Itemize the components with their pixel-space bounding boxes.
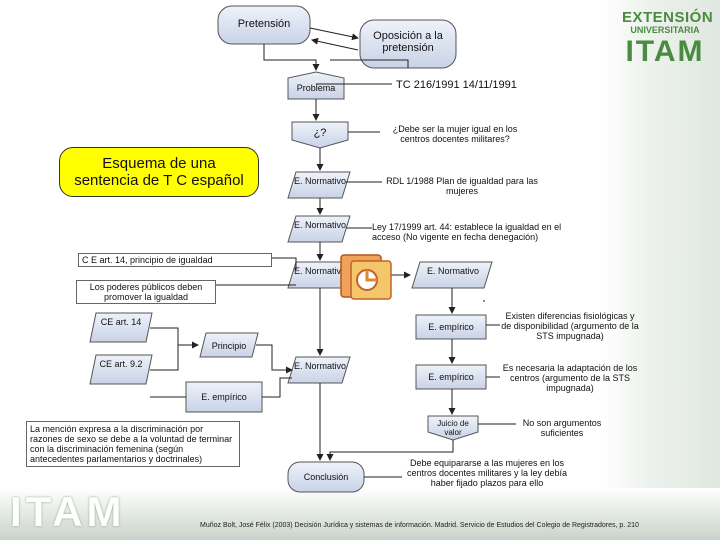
- oposicion-label: Oposición a la pretensión: [373, 30, 443, 54]
- annotation-adaptacion: Es necesaria la adaptación de los centro…: [502, 363, 638, 393]
- en1-shape: [287, 171, 351, 199]
- annotation-conclusion: Debe equipararse a las mujeres en los ce…: [406, 458, 568, 488]
- juicio-shape: [427, 415, 479, 441]
- annotation-rd: RDL 1/1988 Plan de igualdad para las muj…: [386, 176, 538, 196]
- e-empirico-2-label: E. empírico: [428, 372, 474, 382]
- annotation-poderes: Los poderes públicos deben promover la i…: [76, 280, 216, 304]
- annotation-ley: Ley 17/1999 art. 44: establece la iguald…: [372, 222, 562, 242]
- annotation-ce14: C E art. 14, principio de igualdad: [78, 253, 272, 267]
- problema-shape: [287, 71, 345, 100]
- document-icon: [340, 254, 392, 300]
- title-line-2: sentencia de T C español: [74, 172, 244, 189]
- annotation-question: ¿Debe ser la mujer igual en los centros …: [392, 124, 518, 144]
- principio-shape: [199, 332, 259, 358]
- en2-label: E. Normativo: [294, 220, 347, 230]
- citation-footer: Muñoz Bolt, José Félix (2003) Decisión J…: [200, 522, 639, 529]
- pretension-label: Pretensión: [237, 18, 291, 30]
- itam-bottom-logo: ITAM: [10, 488, 126, 535]
- logo-line-1: EXTENSIÓN: [622, 9, 714, 26]
- annotation-tc: TC 216/1991 14/11/1991: [396, 79, 517, 91]
- e-empirico-left-label: E. empírico: [201, 392, 247, 402]
- annotation-diferencias: Existen diferencias fisiológicas y de di…: [501, 311, 639, 341]
- annotation-no-argumentos: No son argumentos suficientes: [522, 418, 602, 438]
- diagram-title: Esquema de una sentencia de T C español: [59, 147, 259, 197]
- e-empirico-2-shape: [415, 364, 487, 390]
- question-label: ¿?: [313, 127, 327, 139]
- logo-line-3: ITAM: [625, 35, 705, 68]
- en-right-label: E. Normativo: [426, 266, 479, 276]
- e-empirico-left-shape: [185, 381, 263, 413]
- ce141-shape: [89, 312, 153, 343]
- en4-shape: [287, 356, 351, 384]
- logo-line-2: UNIVERSITARIA: [630, 25, 700, 35]
- en3-label: E. Normativo: [294, 266, 347, 276]
- question-shape: [291, 121, 349, 149]
- en-right-shape: [411, 261, 493, 289]
- problema-label: Problema: [296, 83, 336, 93]
- conclusion-label: Conclusión: [303, 472, 349, 482]
- title-line-1: Esquema de una: [102, 155, 216, 172]
- en2-shape: [287, 215, 351, 243]
- en1-label: E. Normativo: [294, 176, 347, 186]
- itam-extension-logo: EXTENSIÓN UNIVERSITARIA ITAM: [622, 9, 714, 68]
- en4-label: E. Normativo: [294, 361, 347, 371]
- ce141-label: CE art. 14: [100, 317, 142, 327]
- principio-label: Principio: [211, 341, 247, 351]
- background-gradient-bottom: [0, 488, 720, 540]
- ce92-shape: [89, 354, 153, 385]
- juicio-label: Juicio de valor: [437, 419, 469, 437]
- background-gradient-right: [600, 0, 720, 540]
- e-empirico-1-label: E. empírico: [428, 322, 474, 332]
- e-empirico-1-shape: [415, 314, 487, 340]
- annotation-mencion: La mención expresa a la discriminación p…: [26, 421, 240, 467]
- ce92-label: CE art. 9.2: [99, 359, 143, 369]
